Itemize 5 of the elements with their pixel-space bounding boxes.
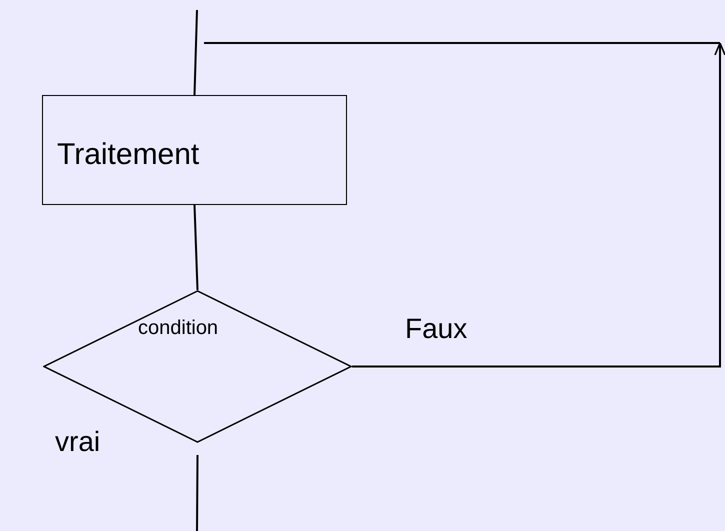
process-box <box>42 95 347 205</box>
node-text: Traitement <box>57 140 200 170</box>
node-text: condition <box>138 318 218 338</box>
edge-label: vrai <box>55 428 100 456</box>
edge-label: Faux <box>405 315 468 343</box>
